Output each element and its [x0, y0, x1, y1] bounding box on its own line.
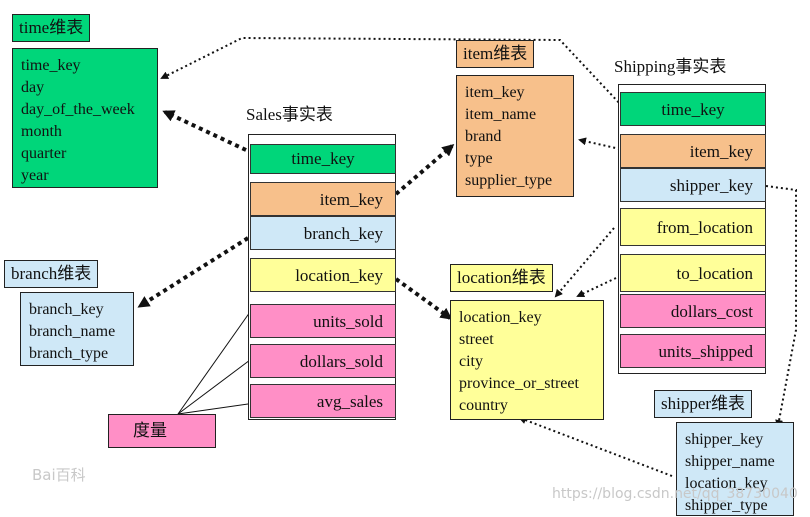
sales-measure-dollars-sold: dollars_sold	[250, 344, 396, 378]
shipping-time-key: time_key	[620, 92, 766, 126]
item-dim-field: brand	[465, 128, 502, 145]
time-dim-field: day	[21, 79, 45, 96]
shipping-to-location: to_location	[620, 254, 766, 292]
link-shipping-shipper	[765, 185, 797, 428]
shipper-dim-field: shipper_key	[685, 431, 764, 448]
location-dim-field: city	[459, 353, 483, 370]
measure-label: 度量	[108, 414, 216, 448]
link-shipping-time	[160, 36, 623, 107]
item-dim-table: item_key item_name brand type supplier_t…	[456, 75, 574, 197]
branch-dim-field: branch_key	[29, 301, 104, 318]
branch-dim-field: branch_name	[29, 323, 116, 340]
shipping-from-location: from_location	[620, 208, 766, 246]
branch-dim-title: branch维表	[4, 260, 99, 288]
location-dim-field: province_or_street	[459, 375, 579, 392]
item-dim-field: item_name	[465, 106, 537, 123]
link-shipping-to	[576, 277, 617, 298]
branch-dim-table: branch_key branch_name branch_type	[20, 292, 134, 366]
sales-item-key: item_key	[250, 182, 396, 216]
location-dim-field: country	[459, 397, 508, 414]
link-shipping-from	[554, 227, 615, 298]
measure-line-1	[177, 311, 251, 415]
sales-location-key: location_key	[250, 258, 396, 292]
sales-time-key: time_key	[250, 144, 396, 174]
location-dim-table: location_key street city province_or_str…	[450, 300, 604, 420]
item-dim-field: type	[465, 150, 493, 167]
location-dim-field: street	[459, 331, 494, 348]
item-dim-field: item_key	[465, 84, 525, 101]
shipper-dim-field: shipper_type	[685, 497, 768, 514]
shipper-dim-field: location_key	[685, 475, 768, 492]
shipper-dim-title: shipper维表	[654, 390, 753, 418]
time-dim-field: time_key	[21, 57, 81, 74]
item-dim-field: supplier_type	[465, 172, 553, 189]
sales-fact-title: Sales事实表	[246, 105, 333, 124]
link-sales-item	[394, 144, 455, 196]
link-shipper-location	[518, 416, 673, 477]
shipping-item-key: item_key	[620, 134, 766, 168]
baidu-logo-watermark: Bai百科	[32, 466, 86, 484]
time-dim-field: month	[21, 123, 62, 140]
shipping-dollars-cost: dollars_cost	[620, 294, 766, 328]
item-dim-title: item维表	[456, 40, 535, 68]
time-dim-field: quarter	[21, 145, 67, 162]
time-dim-title: time维表	[12, 14, 91, 42]
time-dim-field: year	[21, 167, 49, 184]
link-shipping-item	[578, 137, 621, 150]
branch-dim-field: branch_type	[29, 345, 109, 362]
shipping-units-shipped: units_shipped	[620, 334, 766, 368]
link-sales-time	[162, 110, 247, 152]
shipping-fact-title: Shipping事实表	[614, 57, 727, 76]
location-dim-title: location维表	[450, 264, 553, 292]
url-watermark: https://blog.csdn.net/qq_38730040	[552, 486, 798, 502]
shipper-dim-field: shipper_name	[685, 453, 775, 470]
sales-measure-units-sold: units_sold	[250, 304, 396, 338]
time-dim-field: day_of_the_week	[21, 101, 135, 118]
measure-line-2	[177, 359, 251, 415]
time-dim-table: time_key day day_of_the_week month quart…	[12, 48, 158, 188]
shipping-shipper-key: shipper_key	[620, 168, 766, 202]
location-dim-field: location_key	[459, 309, 542, 326]
link-sales-branch	[137, 236, 250, 308]
link-sales-location	[394, 277, 453, 320]
sales-measure-avg-sales: avg_sales	[250, 384, 396, 418]
sales-branch-key: branch_key	[250, 216, 396, 250]
